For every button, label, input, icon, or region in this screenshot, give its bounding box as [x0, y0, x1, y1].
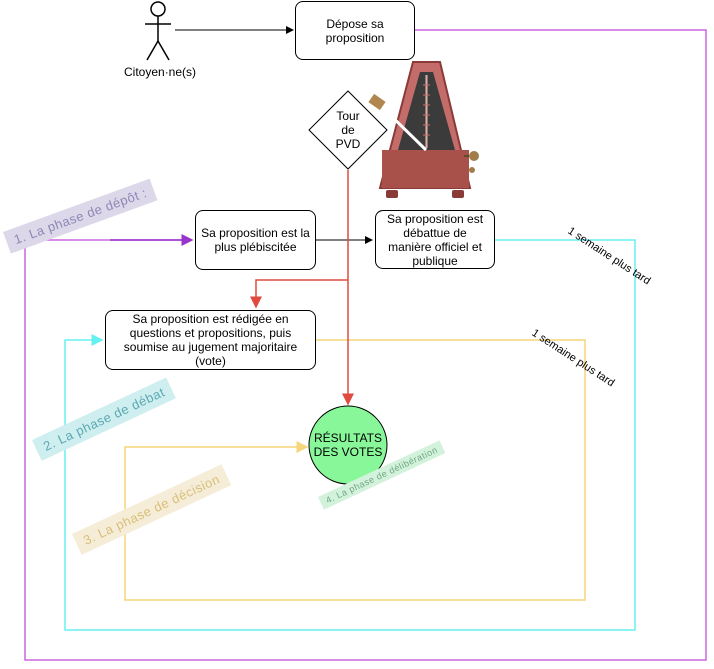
resultats-node[interactable]: RÉSULTATS DES VOTES [313, 431, 383, 459]
tour-node[interactable]: Tour de PVD [335, 109, 361, 151]
tour-diamond-shape [308, 90, 388, 170]
actor-label: Citoyen·ne(s) [124, 65, 197, 79]
redigee-node[interactable]: Sa proposition est rédigée en questions … [105, 310, 316, 370]
stick-figure-icon [145, 1, 171, 61]
debattue-node[interactable]: Sa proposition est débattue de manière o… [375, 210, 495, 269]
depose-node[interactable]: Dépose sa proposition [295, 1, 415, 60]
loop-decision-connector [124, 339, 586, 601]
metronome-icon [368, 61, 479, 198]
tour-to-redigee-arrow [250, 279, 348, 309]
loop-depot-connector [24, 29, 707, 661]
loop-debat-connector [64, 239, 636, 631]
plebiscitee-node[interactable]: Sa proposition est la plus plébiscitée [195, 210, 316, 270]
